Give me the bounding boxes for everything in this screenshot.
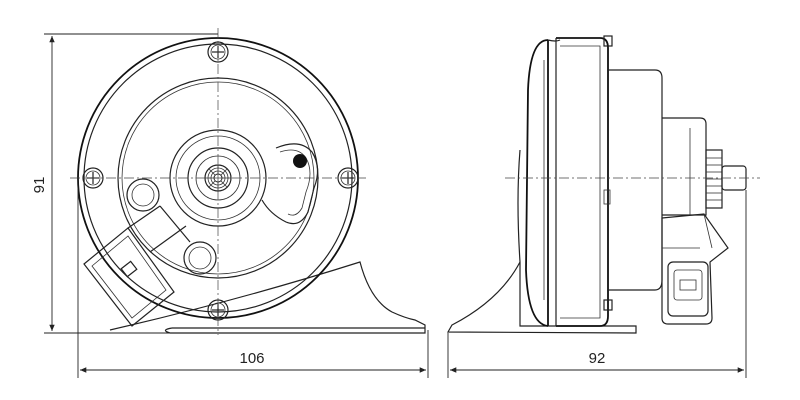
cam-screw bbox=[293, 154, 307, 168]
front-connector bbox=[83, 205, 191, 327]
terminal-boss-lower bbox=[183, 241, 217, 275]
adjust-cam bbox=[261, 143, 319, 225]
front-view bbox=[70, 28, 426, 335]
dimension-height: 91 bbox=[31, 33, 218, 334]
side-adjust-nut bbox=[705, 149, 747, 209]
side-main-body bbox=[556, 37, 609, 327]
side-connector bbox=[661, 213, 729, 325]
terminal-boss-upper bbox=[126, 178, 160, 212]
dimension-side-depth: 92 bbox=[447, 190, 747, 378]
height-label: 91 bbox=[31, 177, 48, 194]
side-depth-label: 92 bbox=[589, 350, 606, 367]
front-width-label: 106 bbox=[239, 350, 264, 367]
side-view bbox=[446, 35, 760, 334]
side-rear-housing bbox=[608, 69, 663, 291]
side-base-foot bbox=[446, 261, 637, 334]
side-rim bbox=[525, 39, 549, 327]
dimension-front-width: 106 bbox=[77, 178, 429, 378]
